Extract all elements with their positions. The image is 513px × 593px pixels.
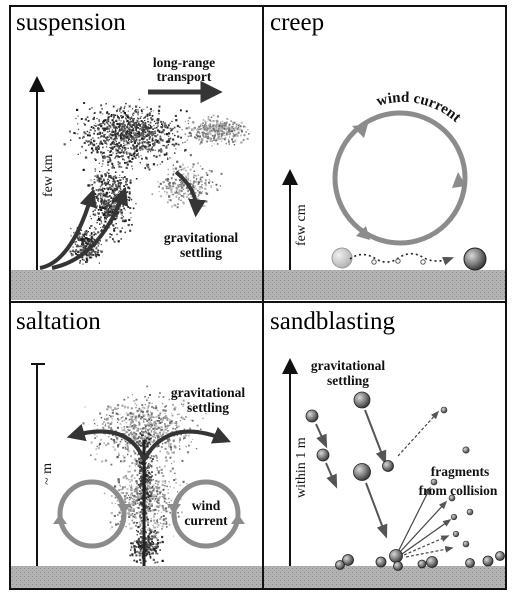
wind-label-1: wind — [192, 498, 221, 513]
axis-label: within 1 m — [294, 437, 309, 498]
grain — [306, 410, 318, 422]
settling-arrow — [366, 483, 386, 536]
fragment — [441, 407, 447, 413]
trace — [421, 260, 425, 264]
settling-arrow — [326, 463, 336, 486]
fragment-path — [406, 548, 452, 557]
ground-grain — [336, 561, 345, 570]
ground-grain — [394, 562, 403, 571]
panel-saltation: ~ m saltation gravitational settling win… — [11, 308, 262, 588]
axis-label: few km — [41, 155, 56, 197]
panel-title: suspension — [16, 9, 126, 36]
ground-grain — [483, 556, 493, 566]
ground-grain — [376, 557, 386, 567]
fragment — [453, 531, 459, 537]
trace — [396, 259, 400, 263]
uplift-arrow — [40, 194, 92, 268]
ground-grain — [466, 559, 475, 568]
ground-strip — [11, 270, 262, 300]
trace — [372, 260, 376, 264]
fragment — [451, 514, 457, 520]
settling-label-1: gravitational — [171, 385, 245, 400]
ground-grain — [390, 550, 403, 563]
grain — [464, 248, 486, 270]
panel-sandblasting: within 1 m — [264, 308, 505, 588]
fragment — [467, 509, 473, 515]
fragment — [463, 541, 469, 547]
ground-grain — [496, 552, 505, 561]
ground-strip — [264, 566, 505, 588]
fragments-label-1: fragments — [431, 464, 489, 479]
wind-loop-left — [60, 482, 124, 546]
panel-suspension: few km suspension long-range transport g… — [11, 9, 262, 300]
grain — [354, 464, 371, 481]
settling-label-2: settling — [327, 373, 369, 388]
grain-start — [332, 248, 352, 268]
settling-label-1: gravitational — [311, 358, 385, 373]
settling-arrow — [365, 410, 385, 462]
transport-label-1: long-range — [153, 55, 215, 70]
grain — [317, 449, 329, 461]
fragments-label-2: from collision — [419, 483, 498, 498]
wind-label-2: current — [184, 513, 228, 528]
fragment-path — [398, 412, 438, 456]
transport-label-2: transport — [157, 69, 212, 84]
settling-arrow — [316, 424, 326, 446]
ground-grain — [418, 560, 426, 568]
ground-strip — [11, 566, 262, 588]
wind-current-loop — [335, 113, 465, 243]
wind-arrowhead — [231, 514, 245, 524]
ground-grain — [427, 557, 438, 568]
fragment-path — [402, 520, 450, 554]
grain — [354, 392, 370, 408]
creep-path — [350, 254, 452, 262]
settling-label-2: settling — [180, 245, 222, 260]
axis-label: ~ m — [40, 463, 55, 485]
fragment — [463, 447, 469, 453]
axis-label: few cm — [294, 204, 309, 246]
panel-title: saltation — [16, 308, 101, 335]
settling-label-2: settling — [187, 400, 229, 415]
grain — [383, 461, 394, 472]
panel-title: creep — [270, 9, 324, 36]
panel-title: sandblasting — [270, 308, 395, 335]
wind-current-label: wind current — [375, 90, 464, 126]
fragment-path — [404, 536, 448, 555]
ground-strip — [264, 270, 505, 300]
panel-creep: few cm wind current creep — [264, 9, 505, 300]
wind-arrowhead — [53, 514, 67, 524]
settling-label-1: gravitational — [164, 230, 238, 245]
